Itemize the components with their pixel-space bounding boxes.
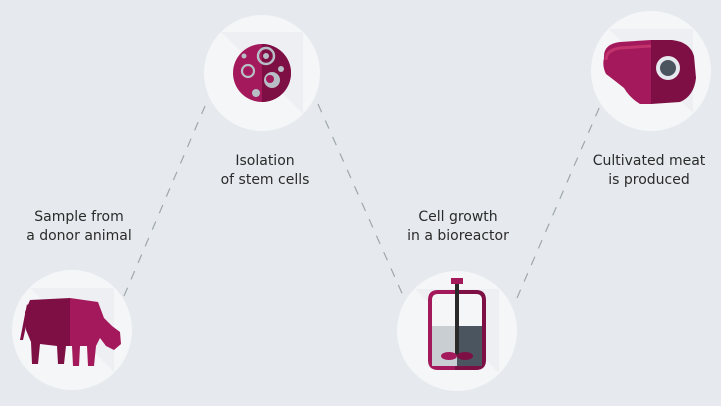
label-sample-line2: a donor animal xyxy=(26,228,132,244)
label-growth-line1: Cell growth xyxy=(418,209,498,225)
connector-1 xyxy=(123,105,206,297)
steak-icon xyxy=(603,40,696,104)
label-sample-line1: Sample from xyxy=(34,209,124,225)
label-isolation: Isolation of stem cells xyxy=(200,152,330,190)
label-meat: Cultivated meat is produced xyxy=(584,152,714,190)
label-isolation-line2: of stem cells xyxy=(220,172,310,188)
bioreactor-icon xyxy=(428,278,486,370)
step-sample xyxy=(12,270,132,390)
label-growth: Cell growth in a bioreactor xyxy=(393,208,523,246)
label-isolation-line1: Isolation xyxy=(235,153,295,169)
connectors xyxy=(123,103,601,301)
label-growth-line2: in a bioreactor xyxy=(407,228,509,244)
connector-3 xyxy=(516,105,601,299)
connector-2 xyxy=(317,103,406,301)
label-meat-line1: Cultivated meat xyxy=(592,153,706,169)
step-meat xyxy=(591,11,711,131)
stem-cells-icon xyxy=(233,44,291,102)
step-isolation xyxy=(204,15,320,131)
cow-icon xyxy=(20,298,121,366)
label-meat-line2: is produced xyxy=(608,172,690,188)
label-sample: Sample from a donor animal xyxy=(14,208,144,246)
step-growth xyxy=(397,271,517,391)
